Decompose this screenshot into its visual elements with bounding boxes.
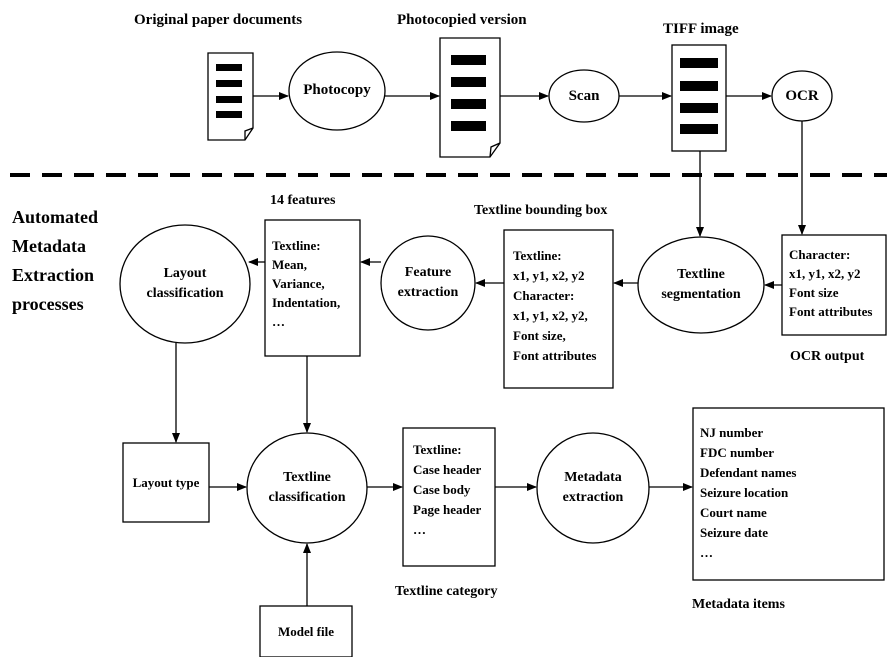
features-box xyxy=(264,219,361,357)
node-label-line: classification xyxy=(146,286,224,301)
textline-category-label: Textline category xyxy=(395,584,498,599)
box-line: Font size xyxy=(789,285,839,300)
box-line: … xyxy=(272,314,285,329)
photocopied-version-label: Photocopied version xyxy=(397,12,527,28)
tiff-image-label: TIFF image xyxy=(663,21,739,37)
box-line: Textline: xyxy=(513,248,562,263)
box-line: Font attributes xyxy=(513,348,597,363)
node-label-line: Textline xyxy=(283,470,331,485)
section-title-line: Extraction xyxy=(12,265,94,285)
layout-type-box xyxy=(122,442,210,523)
node-label-line: segmentation xyxy=(661,287,741,302)
scan-node-label: Scan xyxy=(568,88,600,104)
box-line: Textline: xyxy=(272,238,321,253)
box-line: Defendant names xyxy=(700,465,797,480)
bbox-box-text: Textline: x1, y1, x2, y2 Character: x1, … xyxy=(513,246,596,366)
tiff-image-icon xyxy=(671,44,727,152)
node-label-line: extraction xyxy=(562,490,624,505)
model-file-box xyxy=(259,605,353,657)
node-label-line: Layout xyxy=(163,266,207,281)
node-label-line: Textline xyxy=(677,267,725,282)
photocopy-node-label: Photocopy xyxy=(303,82,371,98)
box-line: Character: xyxy=(513,288,575,303)
box-line: Court name xyxy=(700,505,767,520)
ocr-node-label: OCR xyxy=(785,88,819,104)
box-line: Seizure location xyxy=(700,485,789,500)
node-label-line: extraction xyxy=(397,285,459,300)
section-title-line: Metadata xyxy=(12,236,86,256)
box-line: Case header xyxy=(413,462,482,477)
box-line: Font size, xyxy=(513,328,566,343)
box-line: Character: xyxy=(789,247,851,262)
textline-segmentation-label: Textline segmentation xyxy=(638,265,764,305)
features-count-label: 14 features xyxy=(270,193,336,208)
box-line: x1, y1, x2, y2 xyxy=(513,268,585,283)
bbox-label: Textline bounding box xyxy=(474,203,608,218)
box-line: Seizure date xyxy=(700,525,768,540)
photocopied-document-icon xyxy=(439,37,501,158)
layout-classification-shape xyxy=(119,224,251,344)
box-line: Case body xyxy=(413,482,471,497)
metadata-items-label: Metadata items xyxy=(692,597,785,612)
node-label-line: Feature xyxy=(404,265,452,280)
category-box xyxy=(402,427,496,567)
box-line: NJ number xyxy=(700,425,764,440)
ocr-output-box-text: Character: x1, y1, x2, y2 Font size Font… xyxy=(789,245,872,321)
box-line: Font attributes xyxy=(789,304,873,319)
box-line: Textline: xyxy=(413,442,462,457)
section-title-line: Automated xyxy=(12,207,98,227)
metadata-extraction-shape xyxy=(536,432,650,544)
textline-classification-label: Textline classification xyxy=(247,468,367,508)
section-title: Automated Metadata Extraction processes xyxy=(12,203,98,319)
box-line: x1, y1, x2, y2 xyxy=(789,266,861,281)
node-label-line: Metadata xyxy=(564,470,622,485)
category-box-text: Textline: Case header Case body Page hea… xyxy=(413,440,481,540)
model-file-label: Model file xyxy=(278,624,334,639)
bbox-box xyxy=(503,229,614,389)
box-line: FDC number xyxy=(700,445,775,460)
box-line: Indentation, xyxy=(272,295,341,310)
metadata-box xyxy=(692,407,885,581)
photocopy-node-shape xyxy=(288,51,386,131)
box-line: x1, y1, x2, y2, xyxy=(513,308,588,323)
ocr-output-box xyxy=(781,234,887,336)
box-line: Page header xyxy=(413,502,482,517)
ocr-output-label: OCR output xyxy=(790,349,865,364)
metadata-box-text: NJ number FDC number Defendant names Sei… xyxy=(700,423,796,563)
box-line: Mean, xyxy=(272,257,308,272)
layout-type-label: Layout type xyxy=(132,475,200,490)
node-label-line: classification xyxy=(268,490,346,505)
box-line: Variance, xyxy=(272,276,325,291)
box-line: … xyxy=(700,545,713,560)
features-box-text: Textline: Mean, Variance, Indentation, … xyxy=(272,236,340,331)
feature-extraction-label: Feature extraction xyxy=(381,263,475,303)
original-document-icon xyxy=(207,52,254,141)
layout-classification-label: Layout classification xyxy=(120,264,250,304)
section-title-line: processes xyxy=(12,294,84,314)
box-line: … xyxy=(413,522,426,537)
original-documents-label: Original paper documents xyxy=(134,12,303,28)
metadata-extraction-label: Metadata extraction xyxy=(537,468,649,508)
